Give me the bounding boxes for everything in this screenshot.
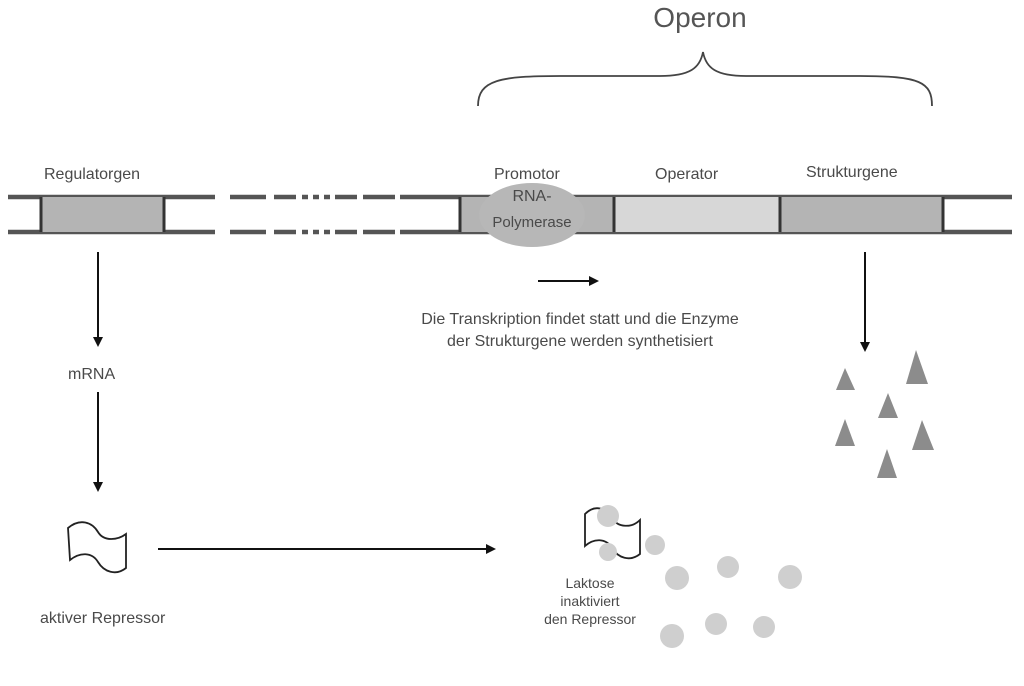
enzyme-triangle <box>878 393 898 418</box>
laktose-molecules <box>597 505 802 648</box>
laktose-circle <box>717 556 739 578</box>
repressor-label: aktiver Repressor <box>40 610 166 627</box>
transcription-text-line1: Die Transkription findet statt und die E… <box>421 311 739 328</box>
enzyme-triangle <box>835 419 855 446</box>
promotor-label: Promotor <box>494 166 560 183</box>
strukturgene-box <box>780 197 943 232</box>
laktose-label-line2: inaktiviert <box>560 593 620 609</box>
rna-polymerase <box>479 183 585 247</box>
laktose-circle <box>705 613 727 635</box>
laktose-circle <box>599 543 617 561</box>
operator-label: Operator <box>655 166 719 183</box>
polymerase-label-line1: RNA- <box>512 188 552 205</box>
enzyme-triangle <box>906 350 928 384</box>
laktose-label-line3: den Repressor <box>544 611 636 627</box>
laktose-circle <box>660 624 684 648</box>
transcription-text-line2: der Strukturgene werden synthetisiert <box>447 333 713 350</box>
laktose-circle <box>665 566 689 590</box>
laktose-circle <box>597 505 619 527</box>
enzyme-triangle <box>836 368 855 390</box>
regulatorgen-label: Regulatorgen <box>44 166 141 183</box>
laktose-label-line1: Laktose <box>565 575 615 591</box>
laktose-circle <box>645 535 665 555</box>
laktose-circle <box>778 565 802 589</box>
polymerase-label-line2: Polymerase <box>492 214 572 231</box>
operon-title: Operon <box>653 2 747 33</box>
mrna-label: mRNA <box>68 366 116 383</box>
regulatorgen-box <box>41 197 164 232</box>
active-repressor-shape <box>67 521 127 574</box>
enzyme-triangle <box>877 449 897 478</box>
strukturgene-label: Strukturgene <box>806 164 898 181</box>
laktose-circle <box>753 616 775 638</box>
operon-brace <box>477 51 933 107</box>
enzymes <box>835 350 934 478</box>
enzyme-triangle <box>912 420 934 450</box>
operator-box <box>614 197 780 232</box>
